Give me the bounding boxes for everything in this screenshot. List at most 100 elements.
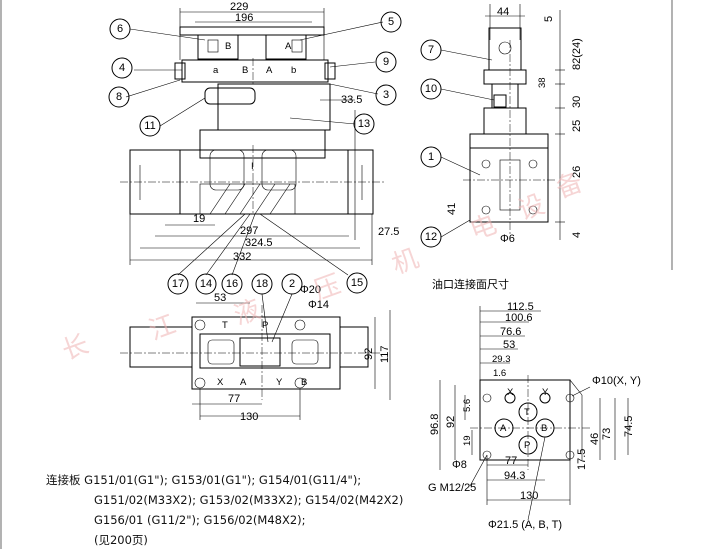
dim-30: 30 (571, 96, 583, 108)
svg-text:b: b (291, 65, 296, 76)
dim-130b: 130 (520, 490, 538, 502)
top-view: 53 Φ20 Φ14 T P X A Y B 77 130 92 117 (120, 284, 391, 423)
dim-gm12: G M12/25 (428, 482, 476, 494)
note-line-1: 连接板 G151/01(G1"); G153/01(G1"); G154/01(… (46, 473, 361, 487)
svg-text:P: P (524, 440, 530, 451)
dim-332: 332 (233, 251, 251, 263)
side-view: 44 5 82(24) 38 30 25 26 41 4 Φ6 (440, 4, 583, 245)
dim-94-3: 94.3 (504, 470, 525, 482)
svg-text:机: 机 (388, 243, 423, 280)
dim-92: 92 (363, 348, 375, 360)
dim-82-24: 82(24) (571, 38, 583, 70)
balloon-14: 14 (200, 278, 212, 290)
svg-text:设: 设 (514, 189, 549, 226)
dim-100-6: 100.6 (505, 312, 533, 324)
dim-27-5: 27.5 (378, 226, 399, 238)
balloon-7: 7 (428, 44, 434, 56)
dim-196: 196 (235, 12, 253, 24)
balloon-1: 1 (428, 151, 434, 163)
note-line-3: G156/01 (G11/2"); G156/02(M48X2); (94, 513, 306, 527)
dim-5: 5 (543, 16, 555, 22)
mounting-face (479, 379, 571, 461)
dim-17-5: 17.5 (576, 449, 588, 470)
note-line-2: G151/02(M33X2); G153/02(M33X2); G154/02(… (94, 493, 403, 507)
dim-phi8: Φ8 (452, 459, 467, 471)
balloon-8: 8 (116, 91, 122, 103)
dim-44: 44 (497, 6, 509, 18)
balloon-4: 4 (119, 62, 125, 74)
dim-77: 77 (228, 393, 240, 405)
port-face-title: 油口连接面尺寸 (432, 277, 509, 291)
svg-text:T: T (524, 407, 530, 418)
dim-53b: 53 (503, 339, 515, 351)
balloon-16: 16 (226, 278, 238, 290)
dim-1-6: 1.6 (493, 368, 506, 379)
svg-text:A: A (240, 377, 247, 388)
balloon-3: 3 (383, 89, 389, 101)
dim-phi14: Φ14 (308, 299, 329, 311)
dim-38: 38 (537, 77, 548, 88)
balloon-12: 12 (425, 231, 437, 243)
balloon-13: 13 (358, 118, 370, 130)
svg-text:B: B (242, 65, 248, 76)
dim-297: 297 (240, 225, 258, 237)
svg-text:T: T (222, 320, 228, 331)
dim-130: 130 (240, 411, 258, 423)
balloon-17: 17 (172, 278, 184, 290)
side-solenoid (488, 27, 522, 71)
svg-text:X: X (217, 377, 224, 388)
svg-text:A: A (285, 41, 292, 52)
dim-324-5: 324.5 (245, 237, 273, 249)
dim-96-8: 96.8 (429, 414, 441, 435)
dim-33-5: 33.5 (341, 94, 362, 106)
dim-73: 73 (601, 428, 613, 440)
dim-5-6: 5.6 (462, 399, 473, 412)
balloon-2: 2 (289, 278, 295, 290)
svg-text:液: 液 (230, 294, 265, 331)
svg-text:A: A (500, 423, 507, 434)
port-face-view: 油口连接面尺寸 112.5 100.6 76.6 53 29.3 1.6 X Y… (428, 277, 641, 531)
balloon-6: 6 (117, 23, 123, 35)
note-line-4: (见200页) (94, 533, 148, 547)
dim-26: 26 (571, 166, 583, 178)
notes: 连接板 G151/01(G1"); G153/01(G1"); G154/01(… (46, 473, 403, 547)
pilot-valve-body (181, 59, 329, 83)
hatched-section (199, 183, 296, 215)
dim-77b: 77 (505, 455, 517, 467)
dim-19b: 19 (462, 435, 473, 446)
dim-phi10: Φ10(X, Y) (592, 375, 641, 387)
svg-text:I: I (251, 161, 254, 172)
dim-74-5: 74.5 (623, 416, 635, 437)
dim-29-3: 29.3 (492, 354, 511, 365)
front-view: 229 196 B A B A a b 33.5 I (120, 1, 399, 276)
balloon-11: 11 (144, 120, 155, 132)
svg-text:Y: Y (542, 387, 549, 398)
svg-text:a: a (213, 65, 219, 76)
svg-text:B: B (541, 423, 547, 434)
balloon-5: 5 (388, 16, 394, 28)
solenoid-a (265, 34, 307, 60)
svg-text:A: A (266, 65, 273, 76)
balloon-10: 10 (425, 83, 437, 95)
dim-92b: 92 (445, 416, 457, 428)
dim-4: 4 (571, 232, 583, 238)
dim-25: 25 (571, 120, 583, 132)
dim-53: 53 (214, 292, 226, 304)
dim-41: 41 (446, 203, 458, 215)
dim-phi20: Φ20 (300, 284, 321, 296)
svg-text:长: 长 (58, 329, 93, 366)
svg-text:B: B (301, 377, 307, 388)
dim-19: 19 (193, 213, 205, 225)
dim-76-6: 76.6 (500, 326, 521, 338)
svg-text:B: B (225, 41, 231, 52)
balloon-9: 9 (383, 56, 389, 68)
svg-text:Y: Y (276, 377, 283, 388)
solenoid-b (197, 34, 239, 60)
balloons: 6 5 4 9 8 3 11 13 7 10 1 12 17 14 16 15 … (108, 11, 442, 295)
svg-text:电: 电 (466, 209, 501, 246)
side-main-body (469, 147, 549, 223)
balloon-15: 15 (351, 277, 363, 289)
dim-phi21-5: Φ21.5 (A, B, T) (488, 519, 562, 531)
balloon-18: 18 (256, 278, 268, 290)
